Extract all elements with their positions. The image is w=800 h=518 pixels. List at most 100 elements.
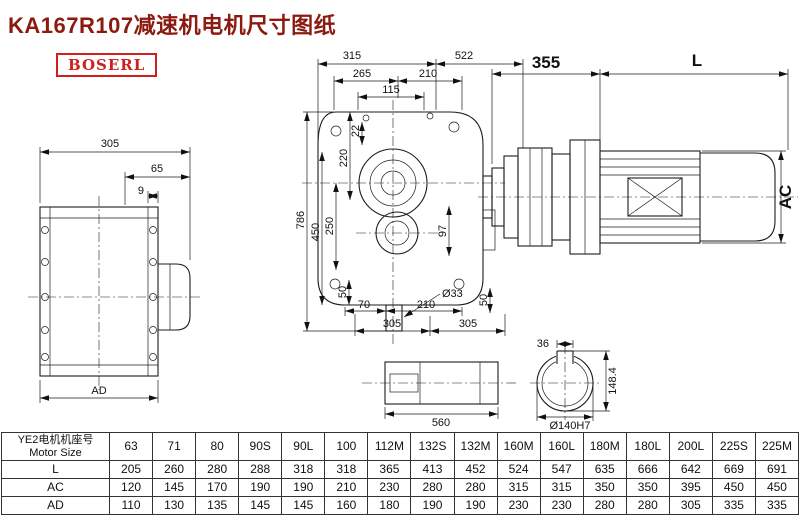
page-title: KA167R107减速机电机尺寸图纸 [8, 13, 337, 38]
motor-frame-column-header: 160M [496, 432, 541, 461]
dim-522: 522 [455, 50, 473, 62]
left-view-dimensions: 305 65 9 AD [39, 138, 191, 403]
L-value-cell: 260 [152, 460, 197, 479]
AD-value-cell: 110 [108, 496, 154, 515]
dim-65: 65 [151, 163, 163, 175]
AC-value-cell: 145 [152, 478, 197, 497]
L-value-cell: 524 [496, 460, 541, 479]
AC-value-cell: 450 [754, 478, 800, 497]
dim-70: 70 [358, 299, 370, 311]
L-value-cell: 288 [238, 460, 283, 479]
AD-value-cell: 190 [410, 496, 455, 515]
AD-value-cell: 230 [496, 496, 541, 515]
AC-value-cell: 210 [324, 478, 369, 497]
AD-value-cell: 160 [324, 496, 369, 515]
row-label-L: L [1, 460, 110, 479]
motor-view [478, 139, 798, 255]
dim-250: 250 [324, 217, 336, 235]
dim-AC: AC [776, 185, 795, 210]
L-value-cell: 365 [367, 460, 412, 479]
dim-148-4: 148.4 [607, 367, 619, 395]
housing-outline [317, 111, 484, 306]
AC-value-cell: 280 [410, 478, 455, 497]
AC-value-cell: 120 [108, 478, 154, 497]
dim-115: 115 [382, 84, 400, 96]
AD-value-cell: 135 [195, 496, 240, 515]
AC-value-cell: 450 [711, 478, 756, 497]
AC-value-cell: 190 [281, 478, 326, 497]
motor-frame-column-header: 112M [367, 432, 412, 461]
dim-dia140H7: Ø140H7 [550, 420, 591, 432]
L-value-cell: 413 [410, 460, 455, 479]
motor-frame-column-header: 132S [410, 432, 455, 461]
AD-value-cell: 190 [453, 496, 498, 515]
dim-265: 265 [353, 68, 371, 80]
AD-value-cell: 335 [711, 496, 756, 515]
dim-AD: AD [91, 385, 106, 397]
technical-drawing: 305 65 9 AD [28, 50, 798, 432]
motor-frame-column-header: 180M [582, 432, 627, 461]
dim-450: 450 [310, 223, 322, 241]
dim-786: 786 [295, 211, 307, 229]
dim-355: 355 [532, 53, 560, 72]
motor-frame-column-header: 90L [281, 432, 326, 461]
AC-value-cell: 315 [539, 478, 584, 497]
L-value-cell: 547 [539, 460, 584, 479]
motor-frame-column-header: 160L [539, 432, 584, 461]
dim-305-right: 305 [459, 318, 477, 330]
dim-220: 220 [338, 149, 350, 167]
dim-305-left: 305 [383, 318, 401, 330]
AD-value-cell: 335 [754, 496, 800, 515]
AC-value-cell: 395 [668, 478, 713, 497]
AC-value-cell: 170 [195, 478, 240, 497]
AD-value-cell: 130 [152, 496, 197, 515]
L-value-cell: 318 [281, 460, 326, 479]
AD-value-cell: 180 [367, 496, 412, 515]
motor-frame-column-header: 180L [625, 432, 670, 461]
dim-50-right: 50 [478, 294, 490, 306]
motor-frame-column-header: 225S [711, 432, 756, 461]
motor-frame-column-header: 100 [324, 432, 369, 461]
shaft-view: 560 [362, 361, 516, 429]
section-view: 36 148.4 Ø140H7 [530, 338, 619, 432]
dim-22: 22 [350, 125, 362, 137]
motor-frame-column-header: 90S [238, 432, 283, 461]
motor-frame-column-header: 71 [152, 432, 197, 461]
dim-dia33: Ø33 [442, 288, 463, 300]
L-value-cell: 669 [711, 460, 756, 479]
row-label-AC: AC [1, 478, 110, 497]
motor-frame-column-header: 80 [195, 432, 240, 461]
dim-9: 9 [138, 185, 144, 197]
dim-L: L [692, 51, 702, 70]
L-value-cell: 452 [453, 460, 498, 479]
motor-frame-column-header: 132M [453, 432, 498, 461]
AC-value-cell: 350 [625, 478, 670, 497]
front-view-dimensions: 315 522 265 210 115 786 450 250 [295, 50, 524, 336]
motor-frame-column-header: 63 [108, 432, 154, 461]
dim-97: 97 [437, 225, 449, 237]
L-value-cell: 642 [668, 460, 713, 479]
L-value-cell: 318 [324, 460, 369, 479]
front-view-gearbox [302, 100, 505, 344]
brand-logo: BOSERL [56, 53, 158, 77]
motor-frame-column-header: 225M [754, 432, 800, 461]
AC-value-cell: 190 [238, 478, 283, 497]
AC-value-cell: 315 [496, 478, 541, 497]
row-label-AD: AD [1, 496, 110, 515]
AC-value-cell: 350 [582, 478, 627, 497]
dim-210-top: 210 [419, 68, 437, 80]
fan-cover [700, 152, 776, 242]
L-value-cell: 280 [195, 460, 240, 479]
AD-value-cell: 145 [281, 496, 326, 515]
motor-size-label-cn: YE2电机机座号 [17, 433, 94, 446]
dim-560: 560 [432, 417, 450, 429]
dim-50-left: 50 [337, 286, 349, 298]
motor-frame-column-header: 200L [668, 432, 713, 461]
L-value-cell: 205 [108, 460, 154, 479]
